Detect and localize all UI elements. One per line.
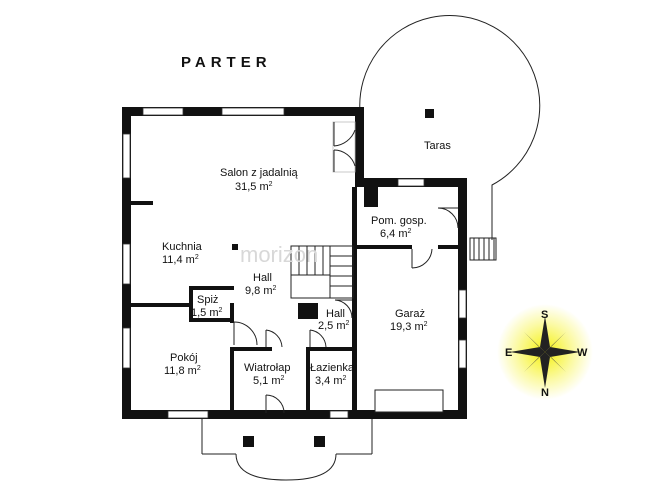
room-area: 9,8 m2 xyxy=(245,285,277,297)
room-area: 11,4 m2 xyxy=(162,254,199,266)
room-label-garaz: Garaż 19,3 m2 xyxy=(390,308,428,333)
room-label-pokoj: Pokój 11,8 m2 xyxy=(164,352,201,377)
room-name: Wiatrołap xyxy=(244,362,290,374)
room-name: Pokój xyxy=(170,352,198,364)
room-name: Hall xyxy=(253,272,272,284)
compass-needle-s xyxy=(540,316,550,352)
room-name: Garaż xyxy=(395,308,425,320)
room-label-lazienka: Łazienka 3,4 m2 xyxy=(310,362,355,387)
column xyxy=(232,244,238,250)
room-name: Taras xyxy=(424,140,451,152)
compass-label-w: W xyxy=(577,347,588,359)
compass-needle-w xyxy=(545,347,580,357)
windows xyxy=(122,107,467,419)
room-name: Łazienka xyxy=(310,362,355,374)
room-name: Salon z jadalnią xyxy=(220,167,299,179)
room-label-hall-small: Hall 2,5 m2 xyxy=(318,308,350,332)
garage-door xyxy=(374,389,444,413)
room-area: 6,4 m2 xyxy=(380,228,412,240)
watermark: morizon xyxy=(240,242,318,267)
room-label-spiz: Spiż 1,5 m2 xyxy=(191,294,223,319)
terrace-outline xyxy=(359,15,541,240)
room-label-pom-gosp: Pom. gosp. 6,4 m2 xyxy=(371,215,427,240)
room-area: 5,1 m2 xyxy=(253,375,285,387)
room-name: Pom. gosp. xyxy=(371,215,427,227)
compass-needle-n xyxy=(540,352,550,388)
room-label-salon: Salon z jadalnią 31,5 m2 xyxy=(220,167,299,193)
staircase xyxy=(290,245,354,299)
room-area: 11,8 m2 xyxy=(164,365,201,377)
interior-walls xyxy=(131,187,460,413)
compass-label-s: S xyxy=(541,309,548,321)
room-area: 31,5 m2 xyxy=(235,181,273,193)
room-area: 1,5 m2 xyxy=(191,307,223,319)
terrace-post xyxy=(425,109,434,118)
terrace-stairs xyxy=(469,237,497,261)
room-name: Spiż xyxy=(197,294,218,306)
room-name: Hall xyxy=(326,308,345,320)
room-area: 19,3 m2 xyxy=(390,321,428,333)
compass-rose: S N W E xyxy=(497,304,593,400)
entrance-porch xyxy=(201,419,373,481)
room-area: 3,4 m2 xyxy=(315,375,347,387)
compass-needle-e xyxy=(510,347,545,357)
compass-label-n: N xyxy=(541,387,549,399)
floor-title: PARTER xyxy=(181,54,272,71)
room-label-hall-main: Hall 9,8 m2 xyxy=(245,272,277,297)
room-label-kuchnia: Kuchnia 11,4 m2 xyxy=(162,241,203,266)
room-name: Kuchnia xyxy=(162,241,203,253)
room-label-wiatrolap: Wiatrołap 5,1 m2 xyxy=(244,362,290,387)
compass-label-e: E xyxy=(505,347,512,359)
room-label-taras: Taras xyxy=(424,140,451,152)
room-area: 2,5 m2 xyxy=(318,320,350,332)
doors xyxy=(233,122,459,414)
